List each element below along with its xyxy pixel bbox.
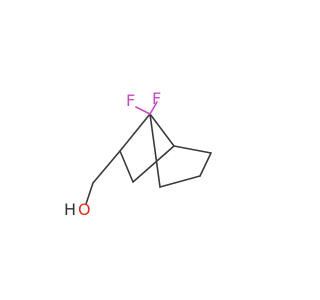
bond-c1-f2	[149, 101, 158, 115]
bond-c1-c7	[149, 113, 175, 147]
bond-ch2-o	[85, 182, 94, 205]
molecule-canvas: F F O H	[64, 89, 212, 219]
bond-c3-c4	[132, 145, 175, 183]
bond-c2-ch2	[92, 150, 121, 184]
bond-c2-c3	[119, 150, 134, 183]
fluorine-label-1: F	[126, 91, 135, 110]
bond-c7-c6	[173, 145, 212, 154]
bond-c6-c5	[199, 152, 212, 177]
bond-c1-f1	[135, 106, 151, 115]
hydrogen-label: H	[64, 200, 76, 219]
molecule-diagram: F F O H	[64, 89, 212, 219]
bond-c5-c4	[159, 175, 201, 188]
oxygen-label: O	[78, 200, 91, 219]
bond-c4-c1	[149, 113, 161, 188]
fluorine-label-2: F	[152, 89, 161, 108]
bond-c1-c2	[119, 113, 151, 152]
